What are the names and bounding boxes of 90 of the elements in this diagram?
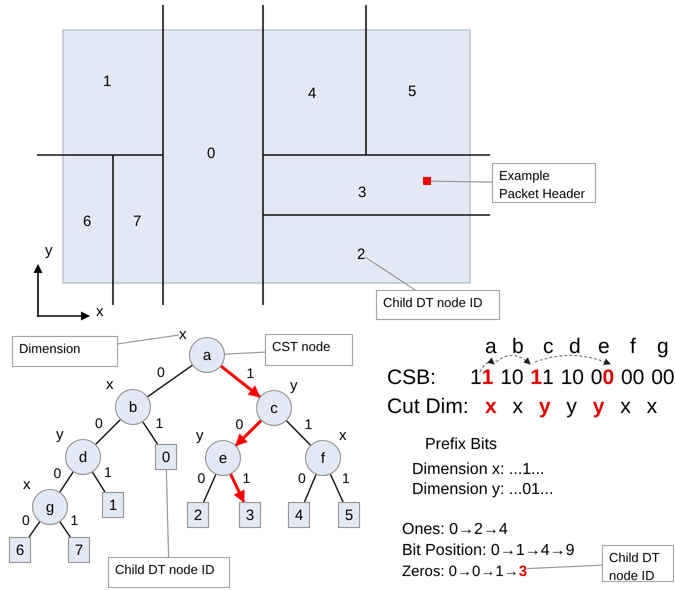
tree-edge bbox=[304, 474, 317, 502]
tree-edge bbox=[330, 474, 344, 502]
leader-line bbox=[526, 564, 602, 570]
tree-edge bbox=[95, 419, 121, 445]
bit-group-label: b bbox=[512, 336, 524, 357]
text-line: Dimension y: ...01... bbox=[412, 482, 554, 498]
callout-box: CST node bbox=[265, 334, 353, 366]
leaf-node-box: 0 bbox=[155, 444, 177, 470]
dimension-label: x bbox=[339, 428, 346, 443]
region-number: 6 bbox=[83, 214, 92, 229]
row-label: Cut Dim: bbox=[387, 396, 469, 417]
edge-label: 1 bbox=[304, 417, 312, 431]
tree-edge bbox=[59, 472, 74, 492]
node-label: 2 bbox=[357, 247, 366, 262]
row-label: CSB: bbox=[387, 367, 436, 388]
edge-label: 1 bbox=[242, 470, 250, 484]
leader-line bbox=[224, 352, 266, 355]
dimension-label: x bbox=[23, 477, 30, 492]
heading: Prefix Bits bbox=[425, 437, 498, 453]
region-number: 0 bbox=[207, 146, 216, 161]
tree-edge bbox=[92, 472, 106, 492]
bit-group-label: f bbox=[630, 336, 636, 357]
tree-node-circle: a bbox=[189, 337, 225, 373]
bit-group-label: c bbox=[543, 336, 554, 357]
tree-edge bbox=[59, 522, 71, 538]
dimension-label: y bbox=[56, 427, 64, 442]
tree-edge bbox=[286, 420, 311, 446]
leaf-node-box: 2 bbox=[187, 502, 209, 528]
dimension-label: y bbox=[290, 378, 298, 393]
tree-node-circle: c bbox=[256, 390, 292, 426]
leaf-node-box: 4 bbox=[288, 502, 310, 528]
tree-node-circle: f bbox=[305, 440, 341, 476]
tree-node-circle: e bbox=[205, 440, 241, 476]
tree-edge bbox=[147, 364, 193, 398]
node-label: Zeros: 0→0→1→3 bbox=[402, 564, 528, 579]
region-number: 4 bbox=[308, 86, 316, 101]
leaf-node-box: 5 bbox=[338, 502, 360, 528]
leader-line bbox=[118, 334, 180, 344]
edge-label: 0 bbox=[298, 470, 306, 484]
callout-box: Child DT node ID bbox=[376, 290, 500, 320]
dimension-label: y bbox=[196, 428, 204, 443]
tree-node-circle: d bbox=[65, 439, 101, 475]
text-line: Dimension x: ...1... bbox=[412, 462, 544, 478]
text-line: Bit Position: 0→1→4→9 bbox=[402, 543, 575, 559]
text-line: Ones: 0→2→4 bbox=[402, 522, 508, 538]
edge-label: 1 bbox=[246, 366, 254, 380]
leaf-node-box: 6 bbox=[9, 537, 31, 563]
leader-line bbox=[430, 180, 492, 183]
leaf-node-box: 7 bbox=[68, 537, 90, 563]
bit-group-label: g bbox=[657, 336, 669, 357]
edge-label: 0 bbox=[95, 416, 103, 430]
callout-box: Dimension bbox=[12, 336, 118, 367]
bit-group-label: d bbox=[569, 336, 581, 357]
node-label: x bbox=[179, 327, 186, 342]
axis-label: y bbox=[45, 243, 52, 258]
edge-label: 0 bbox=[157, 365, 165, 379]
tree-node-circle: g bbox=[32, 489, 68, 525]
leaf-node-box: 3 bbox=[239, 502, 261, 528]
tree-edge bbox=[234, 420, 262, 446]
region-number: 3 bbox=[358, 185, 366, 200]
dimension-label: x bbox=[106, 377, 114, 392]
callout-box: Child DT node ID bbox=[602, 545, 674, 582]
tree-edge bbox=[28, 521, 40, 538]
edge-label: 0 bbox=[236, 417, 244, 431]
edge-label: 0 bbox=[54, 466, 62, 480]
cut-dimension-row: x x y y y x x bbox=[485, 396, 658, 417]
packet-marker bbox=[423, 177, 431, 185]
edge-label: 0 bbox=[22, 512, 30, 526]
tree-edge bbox=[220, 364, 261, 398]
tree-node-circle: b bbox=[115, 389, 151, 425]
region-number: 1 bbox=[103, 74, 112, 89]
axis-label: x bbox=[96, 304, 104, 319]
region-number: 5 bbox=[408, 84, 416, 99]
leaf-node-box: 1 bbox=[102, 492, 124, 518]
region-number: 7 bbox=[133, 214, 142, 229]
tree-edge bbox=[229, 474, 246, 503]
callout-box: Child DT node ID bbox=[108, 557, 230, 588]
bit-group-label: e bbox=[598, 336, 610, 357]
edge-label: 1 bbox=[104, 465, 112, 479]
bit-string: 11 10 11 10 00 00 00 bbox=[470, 367, 675, 388]
bit-group-label: a bbox=[485, 336, 497, 357]
edge-label: 1 bbox=[342, 470, 350, 484]
leader-line bbox=[364, 256, 416, 290]
edge-label: 0 bbox=[198, 470, 206, 484]
edge-label: 1 bbox=[156, 416, 164, 430]
leader-line bbox=[166, 470, 170, 558]
tree-edge bbox=[142, 422, 158, 444]
edge-label: 1 bbox=[70, 512, 78, 526]
tree-edge bbox=[203, 474, 216, 502]
callout-box: Example Packet Header bbox=[492, 163, 596, 203]
